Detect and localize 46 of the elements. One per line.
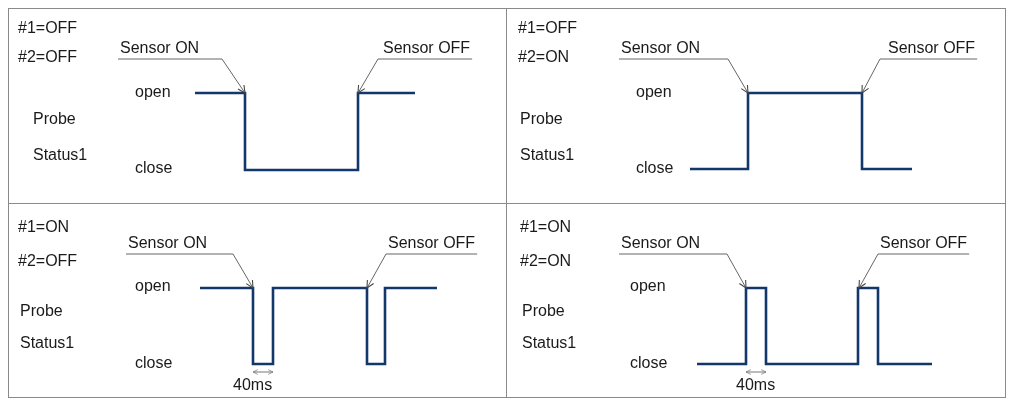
level-label: open	[135, 276, 171, 296]
level-label: open	[135, 82, 171, 102]
signal-label: Probe Status1	[520, 109, 576, 165]
callout-label: Sensor ON	[128, 232, 208, 254]
signal-label: Probe Status1	[522, 301, 578, 353]
signal-label: Probe Status1	[33, 109, 89, 165]
level-label: close	[630, 353, 668, 373]
dimension-label: 40ms	[736, 375, 776, 395]
leader-line	[117, 58, 246, 94]
level-label: open	[636, 82, 672, 102]
switch-setting: #2=ON	[520, 251, 572, 271]
level-label: open	[630, 276, 666, 296]
switch-setting: #1=OFF	[518, 18, 578, 38]
leader-line	[357, 58, 473, 94]
leader-line	[366, 253, 478, 289]
switch-setting: #2=ON	[518, 47, 570, 67]
switch-setting: #1=OFF	[18, 18, 78, 38]
waveform	[200, 286, 437, 366]
level-label: close	[636, 158, 674, 178]
callout-label: Sensor ON	[621, 37, 701, 59]
level-label: close	[135, 158, 173, 178]
waveform	[690, 91, 912, 171]
level-label: close	[135, 353, 173, 373]
switch-setting: #2=OFF	[18, 47, 78, 67]
leader-line	[618, 253, 747, 289]
dimension-label: 40ms	[233, 375, 273, 395]
switch-setting: #2=OFF	[18, 251, 78, 271]
waveform	[697, 286, 932, 366]
leader-line	[125, 253, 254, 289]
callout-label: Sensor ON	[120, 37, 200, 59]
callout-label: Sensor OFF	[383, 37, 471, 59]
diagram-panel	[8, 203, 507, 398]
callout-label: Sensor OFF	[388, 232, 476, 254]
waveform	[195, 91, 415, 172]
switch-setting: #1=ON	[520, 217, 572, 237]
leader-line	[858, 253, 970, 289]
diagram-panel	[506, 8, 1006, 204]
switch-setting: #1=ON	[18, 217, 70, 237]
signal-label: Probe Status1	[20, 301, 76, 353]
callout-label: Sensor OFF	[888, 37, 976, 59]
diagram-panel	[8, 8, 507, 204]
callout-label: Sensor OFF	[880, 232, 968, 254]
leader-line	[861, 58, 978, 94]
diagram-panel	[506, 203, 1006, 398]
callout-label: Sensor ON	[621, 232, 701, 254]
leader-line	[618, 58, 749, 94]
